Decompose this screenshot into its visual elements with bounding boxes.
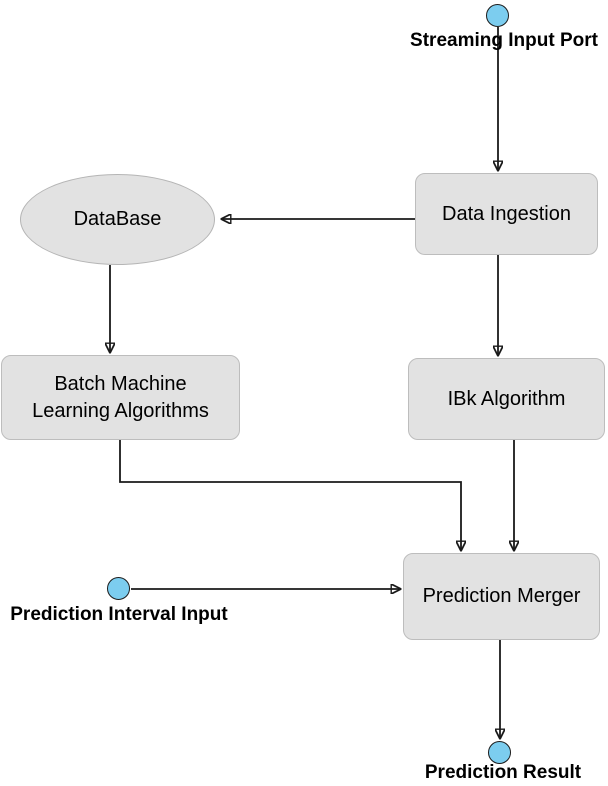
streaming-input-port-node [486, 4, 509, 27]
prediction-merger-node: Prediction Merger [403, 553, 600, 640]
edge-batch-ml-to-prediction-merger [119, 440, 461, 550]
streaming-input-port-label: Streaming Input Port [410, 30, 598, 51]
batch-ml-algorithms-label: Batch Machine Learning Algorithms [32, 372, 209, 422]
database-node: DataBase [20, 174, 215, 265]
data-ingestion-node: Data Ingestion [415, 173, 598, 255]
ibk-algorithm-node: IBk Algorithm [408, 358, 605, 440]
prediction-interval-input-label: Prediction Interval Input [10, 604, 228, 625]
batch-ml-algorithms-node: Batch Machine Learning Algorithms [1, 355, 240, 440]
prediction-result-label: Prediction Result [424, 762, 582, 783]
ibk-algorithm-label: IBk Algorithm [447, 387, 566, 410]
prediction-result-node [488, 741, 511, 764]
data-ingestion-label: Data Ingestion [442, 202, 571, 225]
prediction-interval-input-node [107, 577, 130, 600]
prediction-merger-label: Prediction Merger [422, 585, 581, 607]
database-label: DataBase [73, 208, 162, 230]
